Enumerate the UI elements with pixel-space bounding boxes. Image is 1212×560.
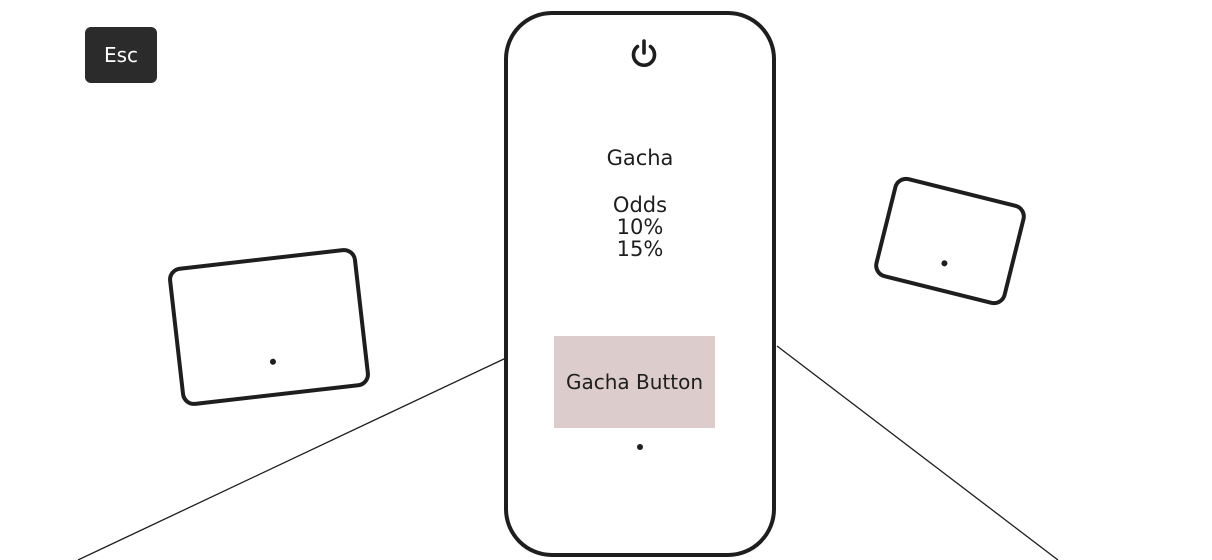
gacha-title: Gacha (606, 146, 674, 170)
odds-value-1: 10% (616, 215, 664, 239)
floor-line-left (77, 357, 507, 560)
gacha-button[interactable]: Gacha Button (554, 336, 715, 428)
esc-key-button[interactable]: Esc (85, 27, 157, 83)
odds-label: Odds (612, 193, 668, 217)
phone-device: Gacha Odds 10% 15% Gacha Button (504, 11, 776, 557)
card-left[interactable] (166, 246, 372, 408)
odds-value-2: 15% (616, 237, 664, 261)
phone-dot (637, 444, 643, 450)
power-icon[interactable] (627, 37, 661, 71)
card-left-dot (269, 358, 277, 366)
card-right-dot (940, 259, 949, 267)
floor-line-right (776, 345, 1059, 560)
